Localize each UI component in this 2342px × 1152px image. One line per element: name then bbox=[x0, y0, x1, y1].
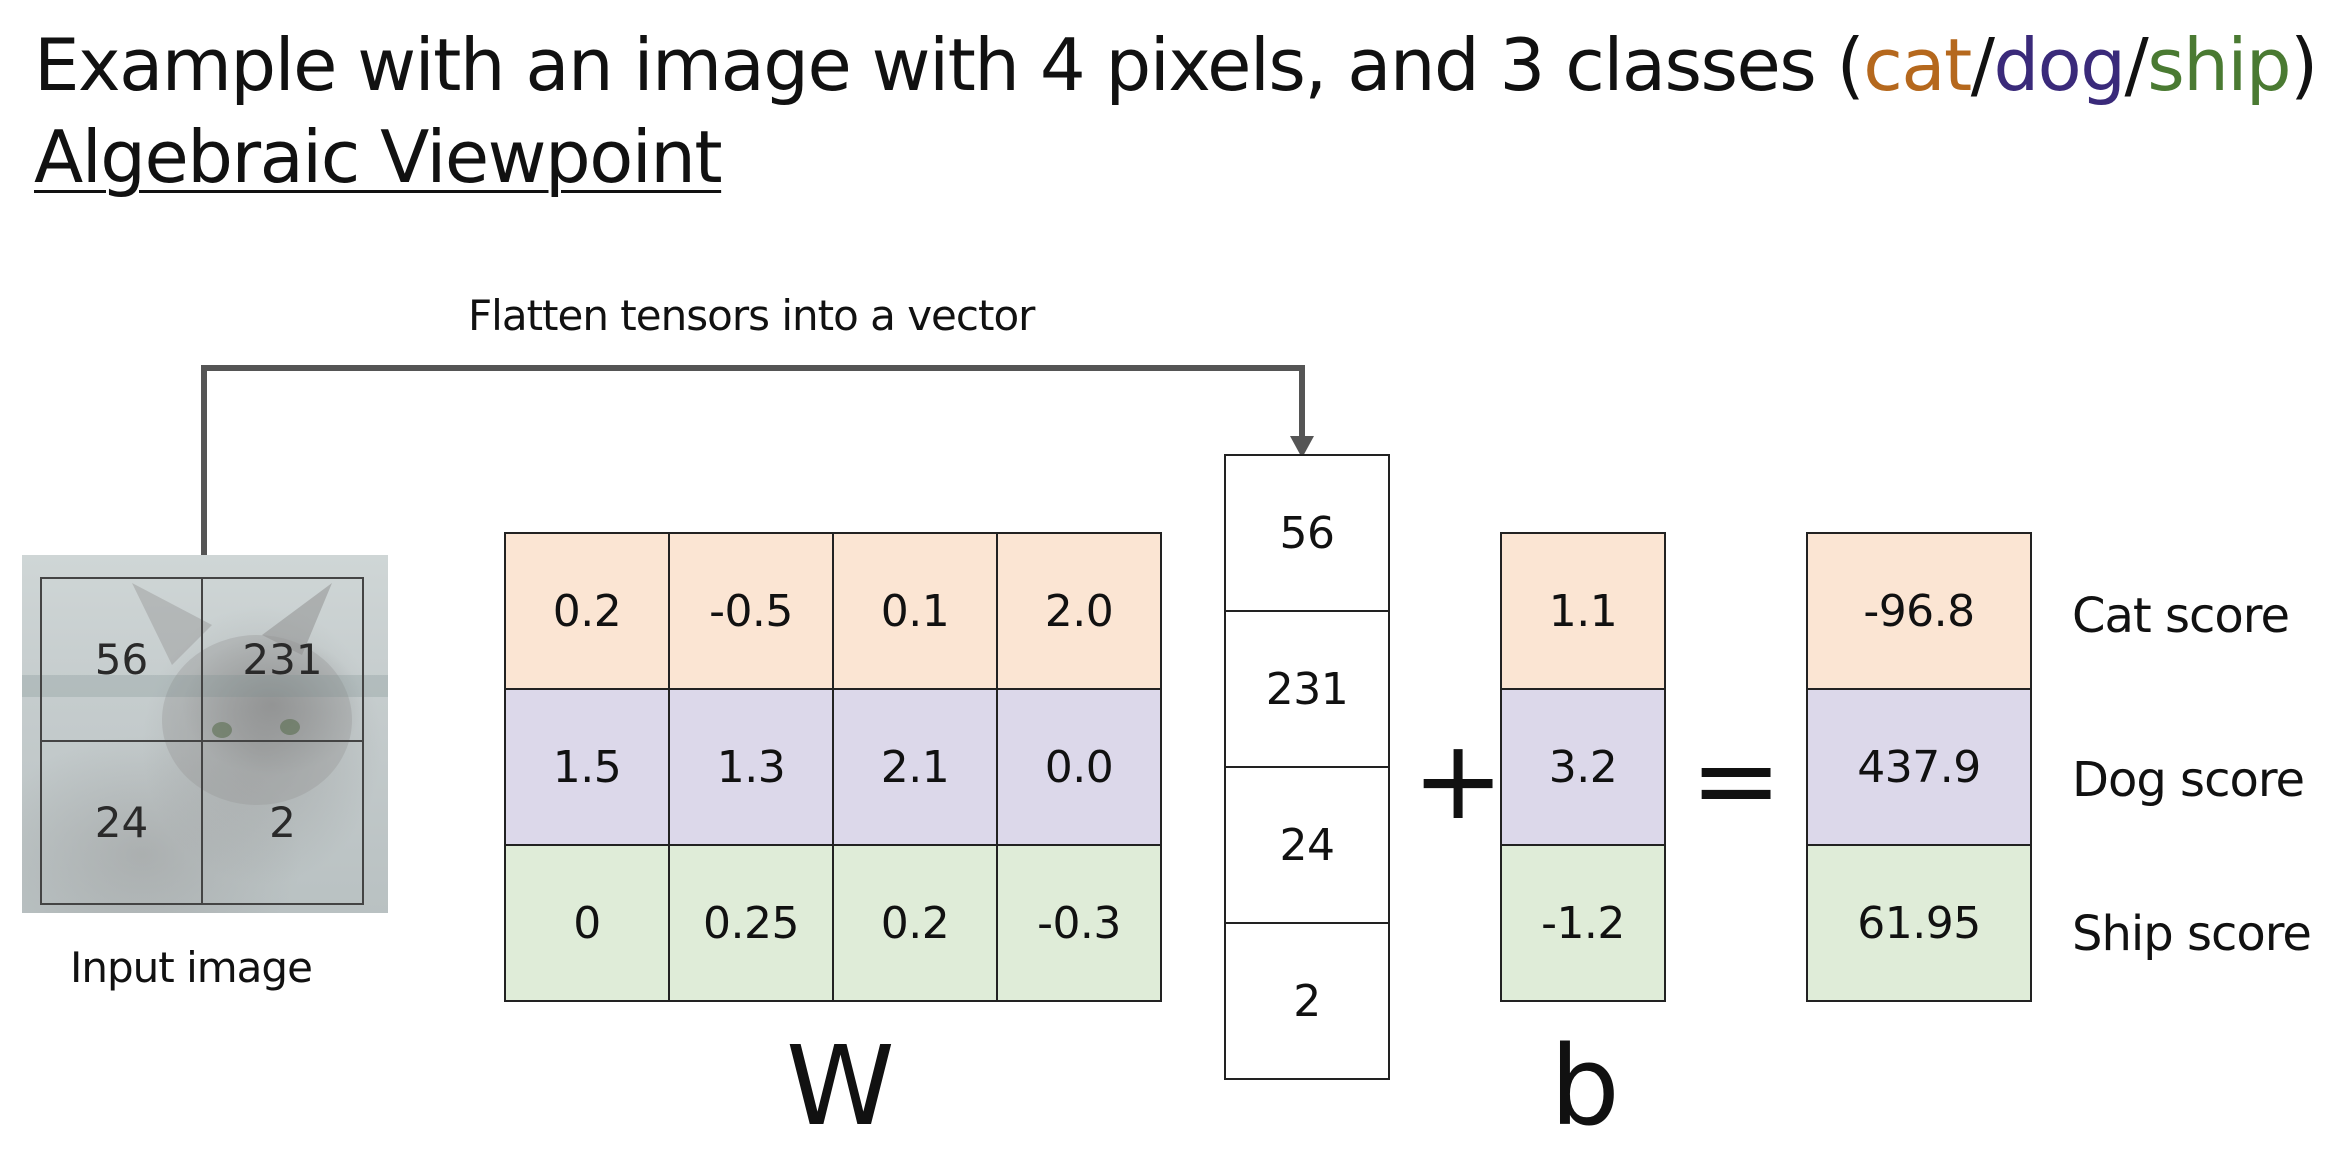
input-image-label: Input image bbox=[70, 943, 313, 992]
w-cell: 2.0 bbox=[996, 532, 1162, 690]
ship-score-label: Ship score bbox=[2072, 906, 2312, 962]
title-slash-1: / bbox=[1970, 23, 1995, 107]
w-cell: 2.1 bbox=[832, 688, 998, 846]
w-cell: 0.1 bbox=[832, 532, 998, 690]
x-cell: 56 bbox=[1224, 454, 1390, 612]
equals-sign: = bbox=[1690, 716, 1783, 844]
flatten-label: Flatten tensors into a vector bbox=[468, 291, 1035, 340]
title-slash-2: / bbox=[2124, 23, 2148, 107]
title-cat: cat bbox=[1863, 23, 1972, 107]
w-cell: 1.5 bbox=[504, 688, 670, 846]
bias-vector: 1.1 3.2 -1.2 bbox=[1500, 532, 1666, 1004]
score-cell: 61.95 bbox=[1806, 844, 2032, 1002]
w-cell: 0.25 bbox=[668, 844, 834, 1002]
title-suffix: ) bbox=[2290, 23, 2318, 107]
w-cell: -0.3 bbox=[996, 844, 1162, 1002]
plus-sign: + bbox=[1412, 716, 1505, 844]
w-cell: 1.3 bbox=[668, 688, 834, 846]
score-cell: -96.8 bbox=[1806, 532, 2032, 690]
b-cell: 3.2 bbox=[1500, 688, 1666, 846]
b-label: b bbox=[1550, 1022, 1620, 1150]
input-image: 56 231 24 2 bbox=[22, 555, 388, 913]
dog-score-label: Dog score bbox=[2072, 752, 2305, 808]
page-title: Example with an image with 4 pixels, and… bbox=[34, 20, 2318, 110]
title-prefix: Example with an image with 4 pixels, and… bbox=[34, 23, 1865, 107]
pixel-cell: 2 bbox=[201, 740, 364, 905]
b-cell: 1.1 bbox=[1500, 532, 1666, 690]
x-cell: 24 bbox=[1224, 766, 1390, 924]
title-dog: dog bbox=[1993, 23, 2125, 107]
w-cell: 0 bbox=[504, 844, 670, 1002]
w-cell: 0.0 bbox=[996, 688, 1162, 846]
pixel-grid: 56 231 24 2 bbox=[40, 577, 366, 907]
b-cell: -1.2 bbox=[1500, 844, 1666, 1002]
x-cell: 231 bbox=[1224, 610, 1390, 768]
pixel-cell: 231 bbox=[201, 577, 364, 742]
title-ship: ship bbox=[2147, 23, 2291, 107]
subtitle: Algebraic Viewpoint bbox=[34, 115, 723, 199]
w-label: W bbox=[786, 1022, 895, 1150]
flatten-arrow-head bbox=[1290, 436, 1314, 458]
flatten-arrow-line bbox=[201, 365, 1305, 556]
w-cell: 0.2 bbox=[504, 532, 670, 690]
pixel-cell: 56 bbox=[40, 577, 203, 742]
cat-silhouette bbox=[22, 583, 388, 805]
w-cell: 0.2 bbox=[832, 844, 998, 1002]
score-vector: -96.8 437.9 61.95 bbox=[1806, 532, 2032, 1004]
w-cell: -0.5 bbox=[668, 532, 834, 690]
cat-score-label: Cat score bbox=[2072, 588, 2290, 644]
x-cell: 2 bbox=[1224, 922, 1390, 1080]
pixel-cell: 24 bbox=[40, 740, 203, 905]
weight-matrix: 0.2 -0.5 0.1 2.0 1.5 1.3 2.1 0.0 0 0.25 … bbox=[504, 532, 1168, 1004]
input-vector: 56 231 24 2 bbox=[1224, 454, 1390, 1082]
cat-photo bbox=[22, 555, 388, 913]
score-cell: 437.9 bbox=[1806, 688, 2032, 846]
